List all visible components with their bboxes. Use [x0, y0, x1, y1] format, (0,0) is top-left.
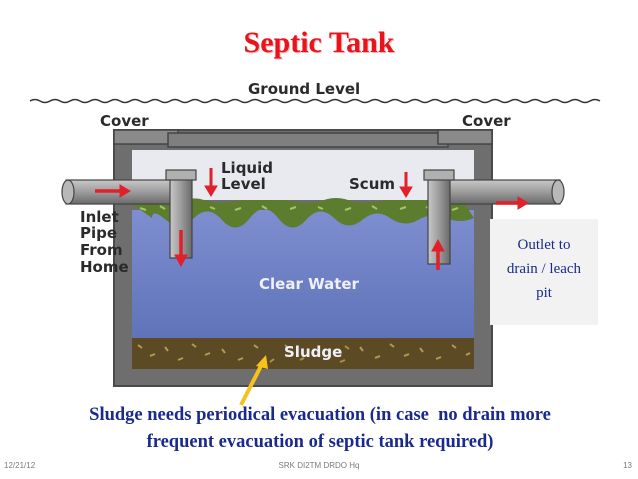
inlet-label-1: Inlet: [80, 208, 119, 226]
cover-left-label: Cover: [100, 112, 149, 130]
sludge-texture: [137, 343, 471, 361]
cover-right-slab: [437, 129, 493, 145]
caption: Sludge needs periodical evacuation (in c…: [20, 402, 620, 456]
scum-label: Scum: [349, 175, 395, 193]
sludge-label: Sludge: [284, 343, 342, 361]
flow-arrows: [95, 168, 529, 270]
slide-title: Septic Tank: [243, 26, 395, 59]
outlet-pipe-horizontal: [435, 179, 561, 205]
cover-right-label: Cover: [462, 112, 511, 130]
inlet-pipe-cap: [165, 169, 197, 181]
ground-line: [29, 98, 601, 104]
inlet-pipe-mouth: [61, 179, 75, 205]
outlet-note-line-3: pit: [536, 285, 552, 301]
caption-line-1: Sludge needs periodical evacuation (in c…: [89, 405, 551, 425]
inlet-label-3: From: [80, 241, 123, 259]
outlet-note-line-2: drain / leach: [506, 261, 582, 277]
outlet-pipe-mouth: [551, 179, 565, 205]
sludge-layer: [132, 338, 474, 369]
inlet-label-4: Home: [80, 258, 129, 276]
footer-date: 12/21/12: [4, 461, 36, 470]
sludge-texture-2: [269, 344, 350, 363]
outlet-note-line-1: Outlet to: [517, 237, 571, 253]
sludge-pointer: [239, 361, 265, 406]
inlet-label-2: Pipe: [80, 224, 117, 242]
outlet-pipe-cap: [423, 169, 455, 181]
liquid-level-label-2: Level: [221, 175, 266, 193]
scum-layer: [132, 198, 474, 228]
ground-level-label: Ground Level: [248, 80, 360, 98]
sludge-pointer-head: [256, 355, 268, 369]
caption-line-2: frequent evacuation of septic tank requi…: [146, 432, 494, 452]
cover-center-slab: [167, 132, 449, 148]
footer-source: SRK DI2TM DRDO Hq: [278, 461, 360, 470]
outlet-note: Outlet to drain / leach pit: [490, 219, 598, 325]
liquid-level-label-1: Liquid: [221, 159, 273, 177]
clear-water-label: Clear Water: [259, 275, 360, 293]
footer-page-number: 13: [623, 461, 632, 470]
